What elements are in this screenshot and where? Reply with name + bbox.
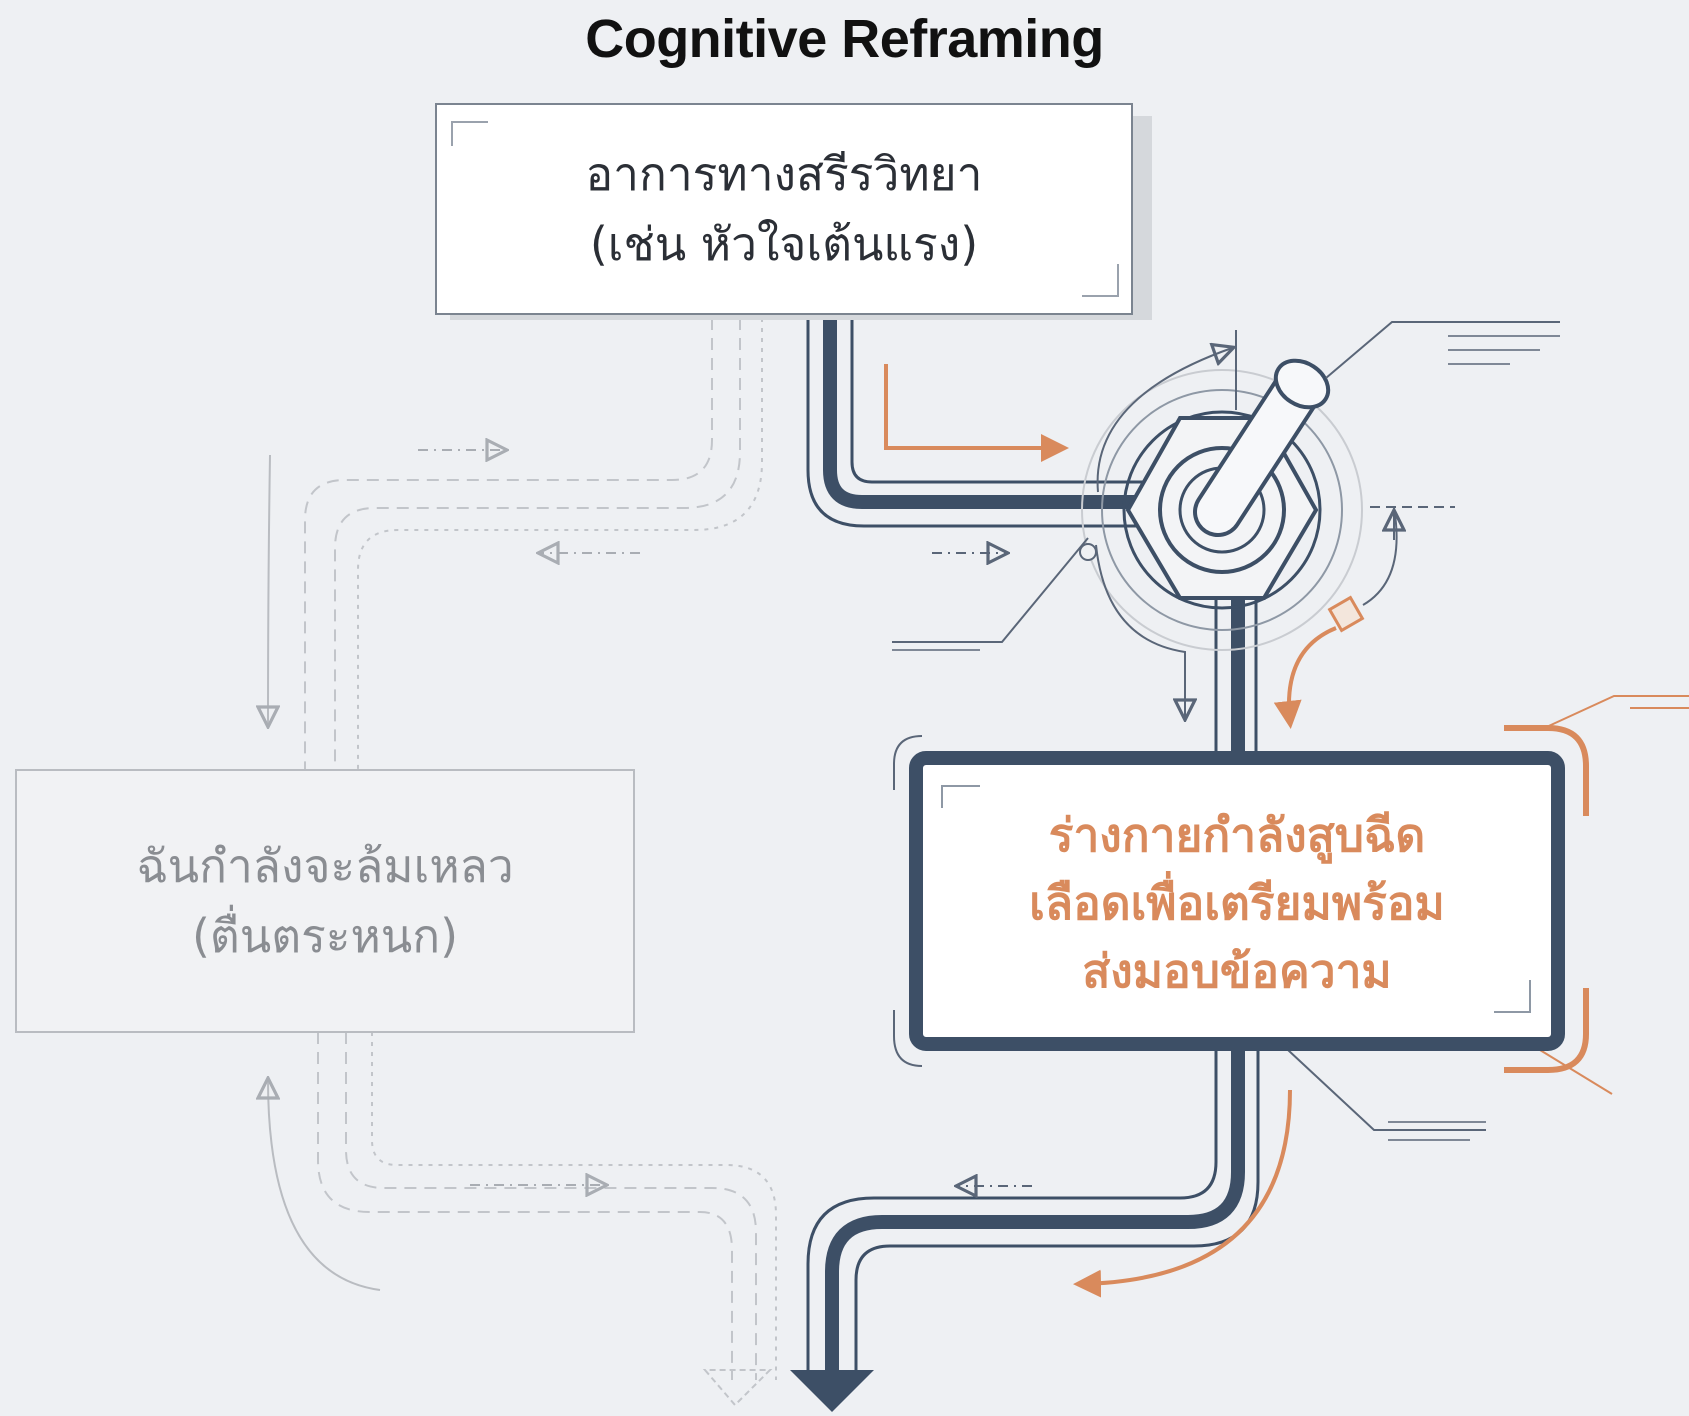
- main-pipe-into-reframe: [1214, 595, 1258, 760]
- main-pipe-bottom: [806, 1046, 1260, 1378]
- reframe-line-3: ส่งมอบข้อความ: [1082, 944, 1392, 998]
- physiological-line-2: (เช่น หัวใจเต้นแรง): [589, 217, 979, 271]
- diagram-title: Cognitive Reframing: [585, 9, 1104, 69]
- main-pipe-top: [806, 314, 1160, 528]
- panic-line-2: (ตื่นตระหนก): [191, 909, 459, 963]
- accent-arrows: [884, 364, 1337, 1298]
- faded-arrows: [268, 450, 773, 1407]
- panic-line-1: ฉันกำลังจะล้มเหลว: [136, 839, 514, 893]
- arrow-down-icon: [790, 1370, 874, 1412]
- reframe-line-2: เลือดเพื่อเตรียมพร้อม: [1029, 876, 1445, 930]
- physiological-line-1: อาการทางสรีรวิทยา: [585, 147, 983, 201]
- faded-pipe-left-lower: [317, 1032, 777, 1380]
- reframe-box-text: ร่างกายกำลังสูบฉีด เลือดเพื่อเตรียมพร้อม…: [924, 766, 1550, 1040]
- panic-box-text: ฉันกำลังจะล้มเหลว (ตื่นตระหนก): [16, 770, 634, 1032]
- reframe-box: [893, 725, 1589, 1073]
- valve-marker: [1327, 595, 1365, 633]
- faded-pipe-left-upper: [304, 318, 763, 770]
- physiological-box-text: อาการทางสรีรวิทยา (เช่น หัวใจเต้นแรง): [436, 104, 1132, 314]
- toggle-switch-icon: [1081, 358, 1363, 651]
- annotation-lines: [892, 321, 1689, 1186]
- panic-box: [15, 769, 635, 1033]
- physiological-box: [435, 103, 1152, 320]
- reframe-line-1: ร่างกายกำลังสูบฉีด: [1048, 808, 1426, 862]
